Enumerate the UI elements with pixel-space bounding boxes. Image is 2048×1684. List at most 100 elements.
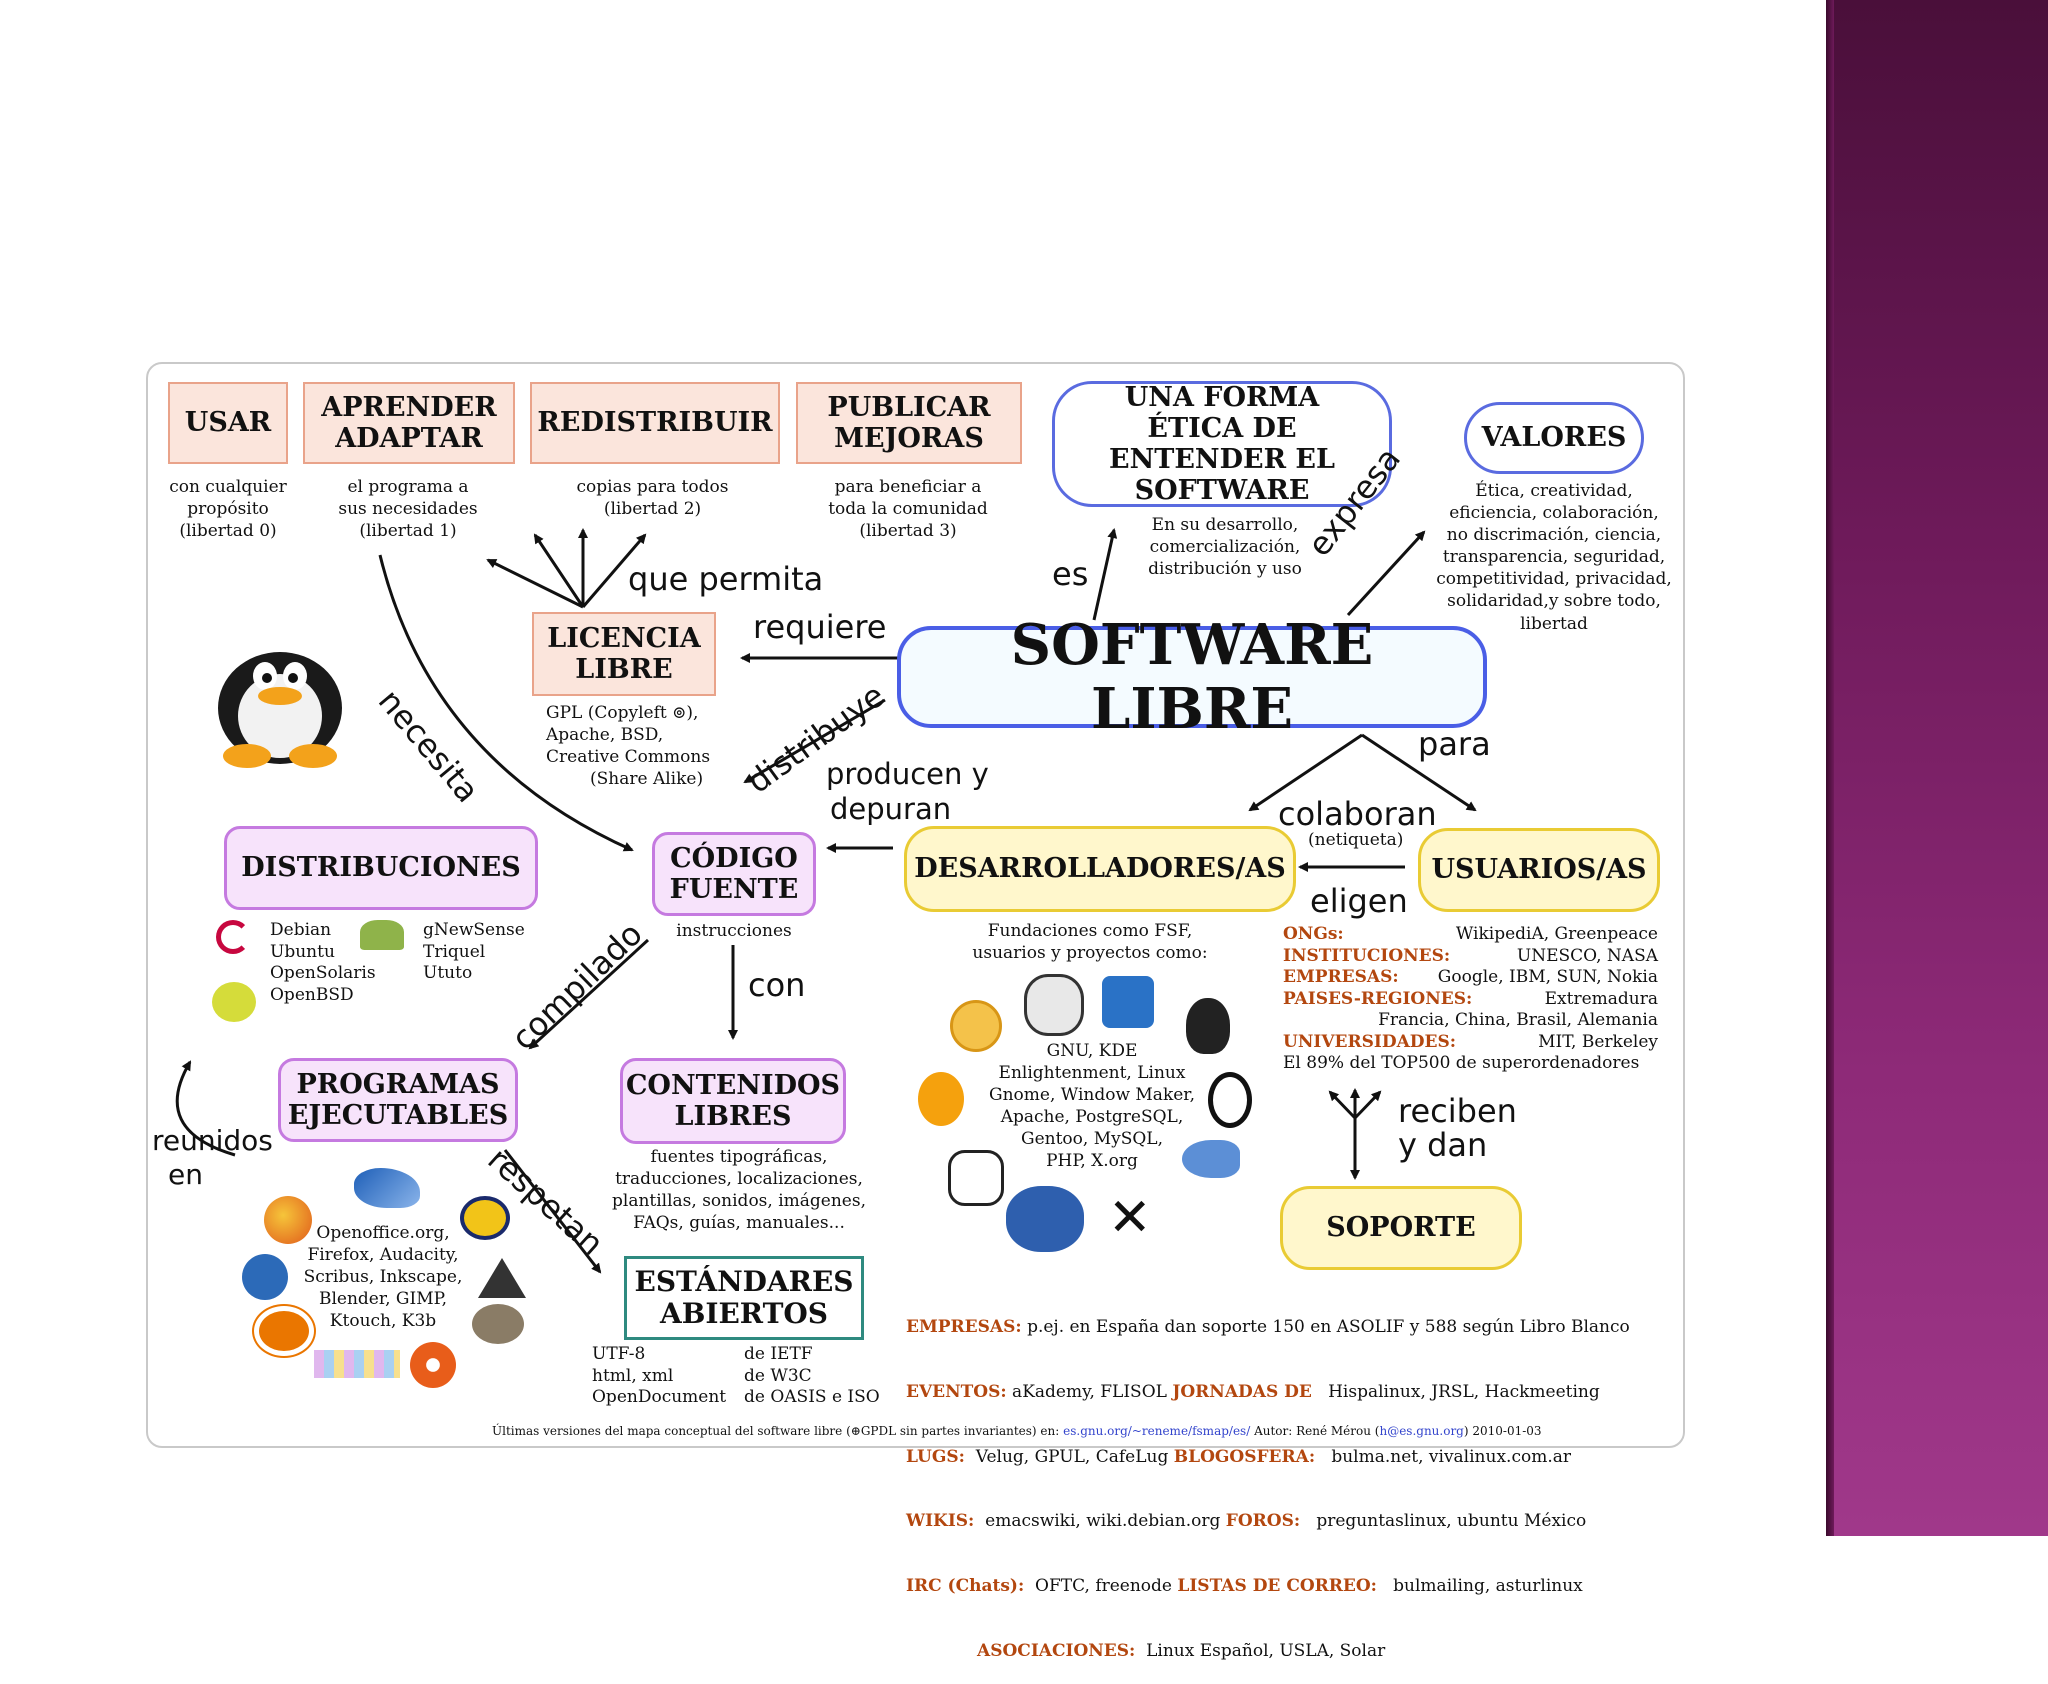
arrow-reciben-right: [1353, 1090, 1382, 1120]
soporte-line: IRC (Chats): OFTC, freenode LISTAS DE CO…: [906, 1576, 1583, 1597]
redistribuir-desc: copias para todos(libertad 2): [576, 477, 729, 520]
verb-para: para: [1418, 725, 1491, 763]
openbsd-icon: [212, 982, 256, 1022]
top500: El 89% del TOP500 de superordenadores: [1283, 1053, 1640, 1074]
arrow-to-usar: [486, 558, 584, 609]
arrow-respetan: [503, 1149, 602, 1274]
box-estandares-abiertos: ESTÁNDARES ABIERTOS: [624, 1256, 864, 1340]
gnu-cow-icon: [948, 1150, 1004, 1206]
ktouch-icon: [314, 1350, 400, 1378]
soporte-line: WIKIS: emacswiki, wiki.debian.org FOROS:…: [906, 1511, 1587, 1532]
verb-y-dan: y dan: [1398, 1126, 1488, 1164]
usuarios-list: ONGs:WikipediA, Greenpeace INSTITUCIONES…: [1283, 924, 1658, 1075]
footer-url-link[interactable]: es.gnu.org/~reneme/fsmap/es/: [1063, 1424, 1251, 1438]
connector-arrows: [175, 528, 1477, 1274]
usuarios-row: INSTITUCIONES:UNESCO, NASA: [1283, 945, 1658, 966]
verb-producen: producen y: [826, 757, 989, 791]
arrow-para-desarrolladores: [1248, 733, 1363, 812]
arrow-to-aprender: [533, 533, 585, 608]
footer-credits: Últimas versiones del mapa conceptual de…: [492, 1424, 1542, 1438]
k3b-icon: [410, 1342, 456, 1388]
openoffice-icon: [354, 1168, 420, 1208]
box-aprender-adaptar: APRENDER ADAPTAR: [303, 382, 515, 464]
box-licencia-libre: LICENCIA LIBRE: [532, 612, 716, 696]
verb-con: con: [748, 966, 806, 1004]
verb-requiere: requiere: [753, 608, 887, 646]
postgresql-elephant-icon: [1006, 1186, 1084, 1252]
arrow-to-publicar: [581, 533, 647, 608]
verb-depuran: depuran: [830, 792, 952, 826]
ethics-desc: En su desarrollo,comercialización,distri…: [1148, 515, 1302, 580]
verb-eligen: eligen: [1310, 882, 1408, 920]
verb-en: en: [168, 1158, 203, 1191]
box-redistribuir: REDISTRIBUIR: [530, 382, 780, 464]
kde-icon: [1102, 976, 1154, 1028]
verb-reunidos: reunidos: [152, 1124, 273, 1157]
box-contenidos-libres: CONTENIDOS LIBRES: [620, 1058, 846, 1144]
soporte-line: EVENTOS: aKademy, FLISOL JORNADAS DE His…: [906, 1381, 1600, 1402]
mysql-dolphin-icon: [1182, 1140, 1240, 1178]
debian-icon: [216, 920, 250, 954]
box-usar: USAR: [168, 382, 288, 464]
box-desarrolladores: DESARROLLADORES/AS: [904, 826, 1296, 912]
audacity-icon: [460, 1196, 510, 1240]
xorg-icon: ✕: [1108, 1188, 1152, 1248]
box-codigo-fuente: CÓDIGO FUENTE: [652, 832, 816, 916]
box-usuarios: USUARIOS/AS: [1418, 828, 1660, 912]
box-publicar-mejoras: PUBLICAR MEJORAS: [796, 382, 1022, 464]
arrow-compilado: [528, 938, 650, 1050]
verb-netiqueta: (netiqueta): [1308, 830, 1404, 850]
enlightenment-icon: [950, 1000, 1002, 1052]
contenidos-desc: fuentes tipográficas,traducciones, local…: [612, 1147, 866, 1234]
arrow-reunidos: [175, 1060, 236, 1157]
soporte-line: ASOCIACIONES: Linux Español, USLA, Solar: [906, 1640, 1386, 1661]
gimp-icon: [472, 1304, 524, 1344]
arrow-distribuye: [743, 698, 886, 784]
panda-icon: [1208, 1072, 1252, 1128]
desarrolladores-desc: Fundaciones como FSF,usuarios y proyecto…: [972, 921, 1208, 964]
soporte-line: LUGS: Velug, GPUL, CafeLug BLOGOSFERA: b…: [906, 1446, 1571, 1467]
arrow-es: [1092, 528, 1118, 621]
verb-colaboran: colaboran: [1278, 795, 1437, 833]
arrow-reciben-left: [1328, 1090, 1357, 1120]
inkscape-icon: [478, 1258, 526, 1298]
gnome-icon: [918, 1072, 964, 1126]
programas-desc: Openoffice.org,Firefox, Audacity,Scribus…: [303, 1223, 463, 1332]
box-valores: VALORES: [1464, 402, 1644, 474]
valores-desc: Ética, creatividad,eficiencia, colaborac…: [1436, 481, 1672, 634]
soporte-list: EMPRESAS: p.ej. en España dan soporte 15…: [906, 1274, 1666, 1684]
usuarios-row: UNIVERSIDADES:MIT, Berkeley: [1283, 1031, 1658, 1052]
gnu-icon: [1024, 974, 1084, 1036]
scribus-icon: [242, 1254, 288, 1300]
tux-icon: [1186, 998, 1230, 1054]
usuarios-row: Francia, China, Brasil, Alemania: [1378, 1010, 1658, 1031]
penguin-icon: [218, 652, 342, 768]
box-distribuciones: DISTRIBUCIONES: [224, 826, 538, 910]
soporte-line: EMPRESAS: p.ej. en España dan soporte 15…: [906, 1317, 1630, 1338]
central-software-libre: SOFTWARE LIBRE: [897, 612, 1487, 741]
gnewsense-icon: [360, 920, 404, 950]
footer-email-link[interactable]: h@es.gnu.org: [1379, 1424, 1464, 1438]
arrow-expresa: [1346, 530, 1426, 617]
usuarios-row: PAISES-REGIONES:Extremadura: [1283, 988, 1658, 1009]
decorative-sidebar: [1826, 0, 2048, 1536]
licencia-desc: GPL (Copyleft ⊚),Apache, BSD,Creative Co…: [546, 703, 711, 790]
box-programas-ejecutables: PROGRAMAS EJECUTABLES: [278, 1058, 518, 1142]
blender-icon: [254, 1306, 314, 1356]
usuarios-row: EMPRESAS:Google, IBM, SUN, Nokia: [1283, 967, 1658, 988]
verb-reciben: reciben: [1398, 1092, 1517, 1130]
verb-que-permita: que permita: [628, 560, 824, 598]
usuarios-row: ONGs:WikipediA, Greenpeace: [1283, 924, 1658, 944]
codigo-desc: instrucciones: [676, 921, 792, 941]
arrow-necesita: [378, 554, 634, 852]
verb-es: es: [1052, 555, 1089, 593]
box-forma-etica: UNA FORMA ÉTICA DE ENTENDER EL SOFTWARE: [1052, 381, 1392, 507]
